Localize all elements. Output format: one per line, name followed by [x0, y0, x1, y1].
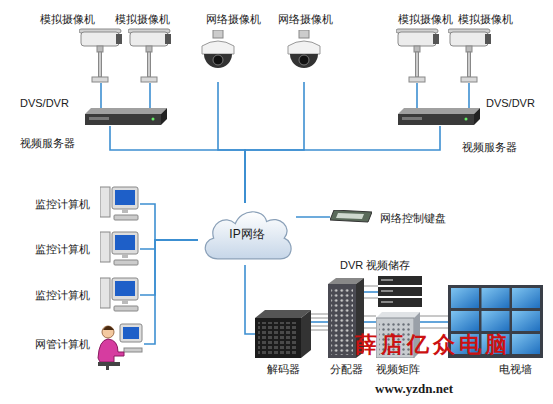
analog-camera-icon	[448, 29, 491, 82]
analog-camera-icon	[128, 29, 171, 82]
network-line	[149, 83, 151, 108]
device-label: DVS/DVR	[20, 96, 69, 110]
decoder-icon	[255, 310, 311, 358]
device-label: 分配器	[330, 362, 363, 376]
analog-camera: 模拟摄像机	[79, 28, 123, 83]
watermark-text: 薛店亿众电脑	[355, 333, 511, 357]
device-label: 监控计算机	[35, 288, 90, 302]
device-label: 监控计算机	[35, 197, 90, 211]
network-label: IP网络	[229, 227, 264, 241]
device-label: 视频服务器	[20, 136, 75, 150]
admin-icon	[98, 324, 142, 370]
network-line	[245, 265, 255, 334]
device-label: DVS/DVR	[486, 96, 535, 110]
monitor-computer: 监控计算机	[100, 230, 140, 268]
device-label: 视频服务器	[462, 140, 517, 154]
decoder: 解码器	[255, 310, 311, 358]
analog-camera-icon	[79, 29, 122, 82]
network-line	[245, 126, 440, 203]
network-camera-icon	[202, 30, 234, 68]
network-line	[140, 240, 198, 249]
analog-camera: 模拟摄像机	[448, 28, 492, 83]
device-label: 视频矩阵	[376, 362, 420, 376]
network-line	[296, 216, 330, 218]
video-cable	[364, 321, 376, 323]
monitor-computer: 监控计算机	[100, 276, 140, 314]
device-label: 模拟摄像机	[40, 12, 95, 26]
network-camera: 网络摄像机	[286, 30, 322, 82]
network-line	[468, 83, 470, 108]
network-line	[218, 82, 245, 203]
analog-camera: 模拟摄像机	[396, 28, 440, 83]
dvr-server-icon	[85, 108, 167, 125]
video-cable	[364, 291, 378, 293]
device-label: 网管计算机	[35, 337, 90, 351]
device-label: 网络摄像机	[278, 12, 333, 26]
network-line	[110, 126, 245, 203]
device-label: 模拟摄像机	[398, 12, 453, 26]
device-label: 电视墙	[499, 362, 532, 376]
device-label: 监控计算机	[35, 242, 90, 256]
computer-icon	[100, 187, 138, 220]
monitor-computer: 监控计算机	[100, 185, 140, 223]
dvr-server-icon	[398, 108, 480, 125]
analog-camera-icon	[396, 29, 439, 82]
video-cable	[311, 321, 328, 323]
ip-network-cloud: IP网络	[198, 203, 296, 265]
network-line	[140, 204, 198, 240]
dvr-storage: DVR 视频储存	[378, 276, 422, 308]
device-label: 网络摄像机	[206, 12, 261, 26]
network-line	[100, 83, 102, 108]
control-keyboard: 网络控制键盘	[330, 210, 372, 224]
analog-camera: 模拟摄像机	[128, 28, 172, 83]
video-cable	[420, 321, 448, 323]
keyboard-icon	[330, 210, 372, 222]
network-line	[144, 240, 198, 344]
video-server: DVS/DVR视频服务器	[85, 108, 167, 126]
watermark-url: www.yzdn.net	[375, 381, 453, 396]
dvr-storage-icon	[378, 276, 422, 307]
computer-icon	[100, 232, 138, 265]
device-label: 模拟摄像机	[458, 12, 513, 26]
device-label: 网络控制键盘	[380, 211, 446, 225]
device-label: DVR 视频储存	[340, 258, 410, 272]
admin-computer: 网管计算机	[96, 318, 144, 370]
network-line	[140, 240, 198, 295]
network-camera-icon	[288, 30, 320, 68]
network-camera: 网络摄像机	[200, 30, 236, 82]
device-label: 模拟摄像机	[115, 12, 170, 26]
video-server: DVS/DVR视频服务器	[398, 108, 480, 126]
computer-icon	[100, 278, 138, 311]
device-label: 解码器	[267, 362, 300, 376]
network-line	[416, 83, 418, 108]
network-line	[245, 82, 304, 203]
